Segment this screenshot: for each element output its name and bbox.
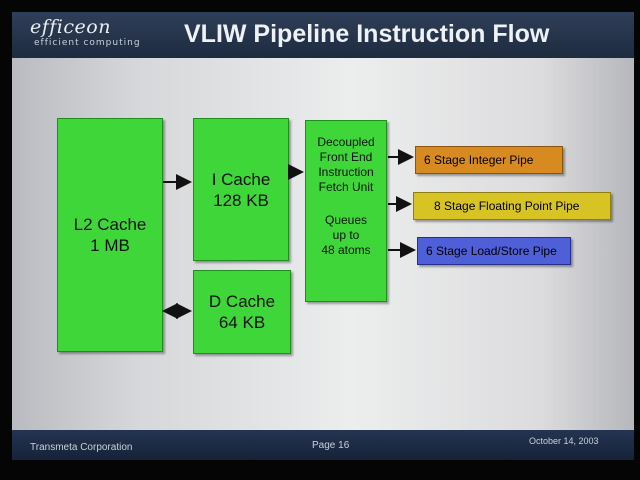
front-end-fetch-box: Decoupled Front End Instruction Fetch Un… xyxy=(305,120,387,302)
logo-tagline: efficient computing xyxy=(34,38,141,48)
queues-line-2: up to xyxy=(332,228,360,242)
i-cache-box: I Cache 128 KB xyxy=(193,118,289,261)
footer-company: Transmeta Corporation xyxy=(30,442,133,453)
i-cache-label: I Cache xyxy=(211,169,271,189)
front-end-line-2: Front End xyxy=(319,150,373,164)
flow-arrows xyxy=(162,149,416,319)
front-end-line-3: Instruction xyxy=(318,165,374,179)
l2-cache-box: L2 Cache 1 MB xyxy=(57,118,163,352)
footer-date: October 14, 2003 xyxy=(529,436,599,446)
i-cache-size: 128 KB xyxy=(213,190,269,210)
d-cache-box: D Cache 64 KB xyxy=(193,270,291,354)
l2-cache-size: 1 MB xyxy=(90,236,130,255)
floating-point-pipe-label: 8 Stage Floating Point Pipe xyxy=(434,199,580,213)
front-end-line-4: Fetch Unit xyxy=(318,180,374,194)
floating-point-pipe-box: 8 Stage Floating Point Pipe xyxy=(413,192,611,220)
queues-line-1: Queues xyxy=(324,213,368,227)
queues-line-3: 48 atoms xyxy=(321,243,371,257)
l2-cache-label: L2 Cache xyxy=(73,215,147,234)
efficeon-logo: efficeon xyxy=(30,16,111,38)
front-end-line-1: Decoupled xyxy=(317,135,375,149)
load-store-pipe-box: 6 Stage Load/Store Pipe xyxy=(417,237,571,265)
slide-title: VLIW Pipeline Instruction Flow xyxy=(184,20,550,48)
slide-footer: Transmeta Corporation Page 16 October 14… xyxy=(12,430,634,460)
d-cache-size: 64 KB xyxy=(218,313,266,332)
slide-header: efficeon efficient computing VLIW Pipeli… xyxy=(12,12,634,58)
footer-page-number: Page 16 xyxy=(312,440,350,451)
slide: efficeon efficient computing VLIW Pipeli… xyxy=(12,12,634,460)
integer-pipe-box: 6 Stage Integer Pipe xyxy=(415,146,563,174)
load-store-pipe-label: 6 Stage Load/Store Pipe xyxy=(426,244,557,258)
d-cache-label: D Cache xyxy=(208,292,276,311)
integer-pipe-label: 6 Stage Integer Pipe xyxy=(424,153,534,167)
